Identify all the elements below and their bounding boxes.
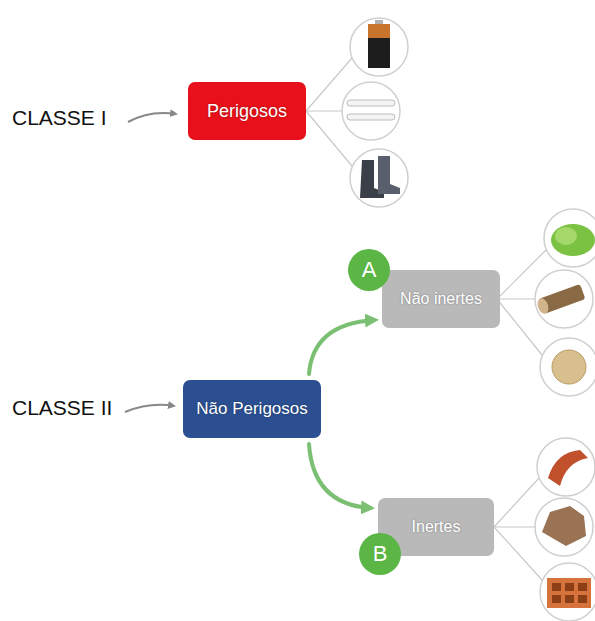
lamp-icon [347,100,395,120]
wood-icon [536,284,586,315]
boots-icon [360,156,400,198]
letter-circle: B [358,532,402,576]
tile-icon [548,450,588,486]
connector-arrow [309,444,370,508]
brick-icon [547,578,591,608]
box-text: Não inertes [400,290,482,308]
class-label: CLASSE II [12,396,112,420]
class-label: CLASSE I [12,106,107,130]
class-arrow [128,113,176,122]
box-text: Não Perigosos [196,399,308,419]
lettuce-icon [551,224,595,256]
class-arrow [125,405,174,412]
connector-arrow [309,320,374,374]
category-box: Não inertes [382,270,500,328]
letter-circle: A [347,248,391,292]
letter-text: B [373,541,388,566]
hazard-box: Perigosos [188,82,306,140]
icon-circles [342,18,595,621]
letter-text: A [362,257,377,282]
box-text: Inertes [412,518,461,536]
box-text: Perigosos [207,101,287,122]
organic-icon [552,350,586,384]
battery-icon [368,20,390,68]
rock-icon [542,506,586,546]
class-box: Não Perigosos [183,380,321,438]
leader-lines [306,58,546,580]
